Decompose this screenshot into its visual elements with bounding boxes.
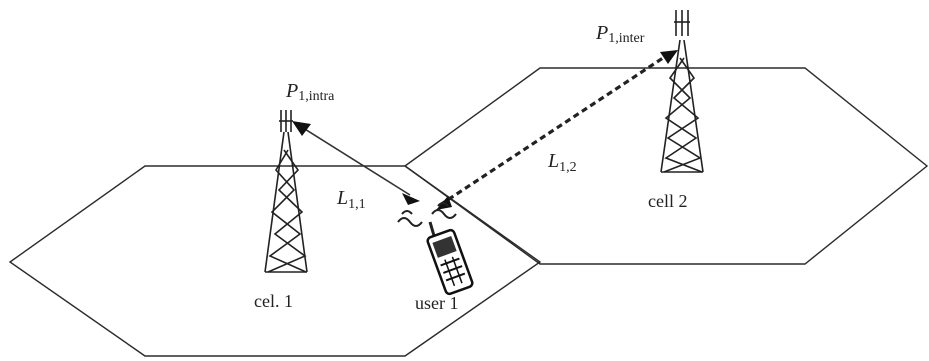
label-p-intra-sub: 1,intra	[298, 89, 335, 104]
label-cell-2: cell 2	[648, 191, 687, 211]
label-cell-1: cel. 1	[254, 291, 293, 311]
cell-1-hexagon	[8, 165, 542, 357]
link-l12	[436, 50, 678, 210]
link-l11	[292, 121, 420, 205]
label-l11: L1,1	[336, 187, 366, 212]
cell-2-hexagon	[403, 67, 929, 265]
label-p-inter-sub: 1,inter	[608, 31, 644, 46]
label-l11-main: L	[336, 187, 348, 209]
label-p-intra: P1,intra	[285, 80, 335, 104]
label-l12: L1,2	[547, 150, 577, 175]
cell-tower-2-icon	[660, 10, 704, 173]
label-p-inter-main: P	[595, 22, 608, 44]
cell-tower-1-icon	[264, 110, 308, 273]
label-p-intra-main: P	[285, 80, 298, 102]
link-l11-arrow-user	[402, 193, 420, 205]
mobile-phone-icon	[397, 202, 474, 296]
label-l12-main: L	[547, 150, 559, 172]
label-p-inter: P1,inter	[595, 22, 645, 46]
label-l12-sub: 1,2	[559, 160, 577, 175]
label-l11-sub: 1,1	[348, 197, 366, 212]
link-l11-arrow-tower	[292, 121, 311, 136]
link-l12-arrow-tower	[660, 50, 678, 64]
label-user-1: user 1	[415, 293, 459, 313]
